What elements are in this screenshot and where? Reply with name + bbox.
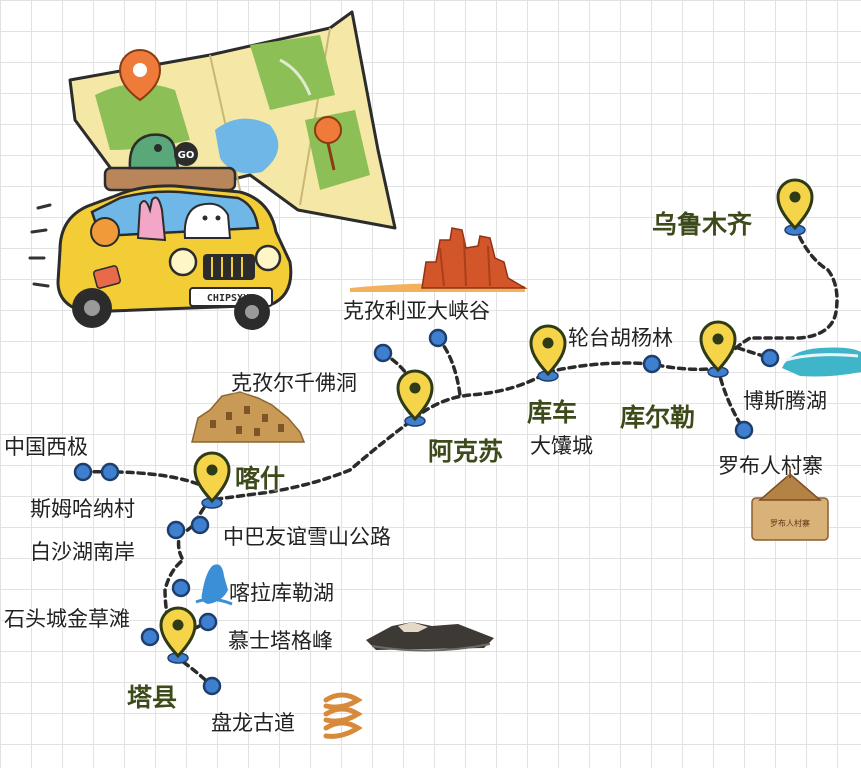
stop-dot-bosten xyxy=(760,348,780,368)
spur-west xyxy=(81,470,200,486)
stop-dot-panlong xyxy=(202,676,222,696)
city-label-aksu: 阿克苏 xyxy=(428,437,504,466)
stop-dot-muztagh xyxy=(198,612,218,632)
logo-text: 罗布人村寨 xyxy=(770,518,810,528)
stop-label-baisha: 白沙湖南岸 xyxy=(30,540,135,564)
muztagh-peak-illustration xyxy=(366,622,494,652)
panlong-road-illustration xyxy=(323,692,363,739)
stop-label-panlong: 盘龙古道 xyxy=(211,711,295,735)
map-pin-icon xyxy=(314,116,342,171)
stop-label-lopnur: 罗布人村寨 xyxy=(718,454,823,478)
car-illustration: GO CHIPSXXX xyxy=(28,133,293,330)
pin-icon-kuqa xyxy=(529,324,567,382)
stop-dot-kizil xyxy=(373,343,393,363)
stop-label-china-west: 中国西极 xyxy=(4,435,88,459)
stop-label-shitoucheng: 石头城金草滩 xyxy=(4,607,130,631)
stop-label-daxiang: 大馕城 xyxy=(530,434,593,458)
stop-dot-highway xyxy=(190,515,210,535)
stop-label-karakul: 喀拉库勒湖 xyxy=(229,581,334,605)
stop-label-keziliya: 克孜利亚大峡谷 xyxy=(343,299,490,323)
city-label-tashkurgan: 塔县 xyxy=(127,683,178,712)
stop-dot-luntai xyxy=(642,354,662,374)
stop-dot-karakul xyxy=(171,578,191,598)
license-plate: CHIPSXXX xyxy=(207,293,255,304)
bosten-lake-illustration xyxy=(782,347,861,377)
map-pin-icon xyxy=(118,49,162,102)
pin-icon-urumqi xyxy=(776,178,814,236)
stop-label-kizil: 克孜尔千佛洞 xyxy=(231,371,357,395)
stop-dot-baisha xyxy=(166,520,186,540)
stop-label-muztagh: 慕士塔格峰 xyxy=(228,629,333,653)
stop-dot-shitoucheng xyxy=(140,627,160,647)
stop-dot-lopnur xyxy=(734,420,754,440)
bubble-text: GO xyxy=(178,150,195,161)
city-label-kuqa: 库车 xyxy=(527,398,578,427)
city-label-korla: 库尔勒 xyxy=(620,403,696,432)
stop-dot-china-west xyxy=(73,462,93,482)
stop-dot-keziliya xyxy=(428,328,448,348)
lopnur-village-logo: 罗布人村寨 xyxy=(751,466,829,541)
stop-label-luntai: 轮台胡杨林 xyxy=(568,326,673,350)
stop-label-simhana: 斯姆哈纳村 xyxy=(30,497,135,521)
stop-dots xyxy=(73,328,780,696)
canyon-illustration xyxy=(350,227,528,292)
city-pins xyxy=(159,178,814,664)
stop-label-highway: 中巴友谊雪山公路 xyxy=(223,525,391,549)
pin-icon-kashgar xyxy=(193,451,231,509)
city-label-kashgar: 喀什 xyxy=(235,464,286,493)
stop-label-bosten: 博斯腾湖 xyxy=(743,389,827,413)
pin-icon-tashkurgan xyxy=(159,606,197,664)
speech-bubble: GO xyxy=(174,142,198,166)
pin-icon-korla xyxy=(699,320,737,378)
city-label-urumqi: 乌鲁木齐 xyxy=(652,210,753,239)
pin-icon-aksu xyxy=(396,369,434,427)
kizil-caves-illustration xyxy=(191,391,306,443)
spur-bosten xyxy=(736,346,772,360)
karakul-lake-illustration xyxy=(195,564,233,606)
stop-dot-simhana xyxy=(100,462,120,482)
